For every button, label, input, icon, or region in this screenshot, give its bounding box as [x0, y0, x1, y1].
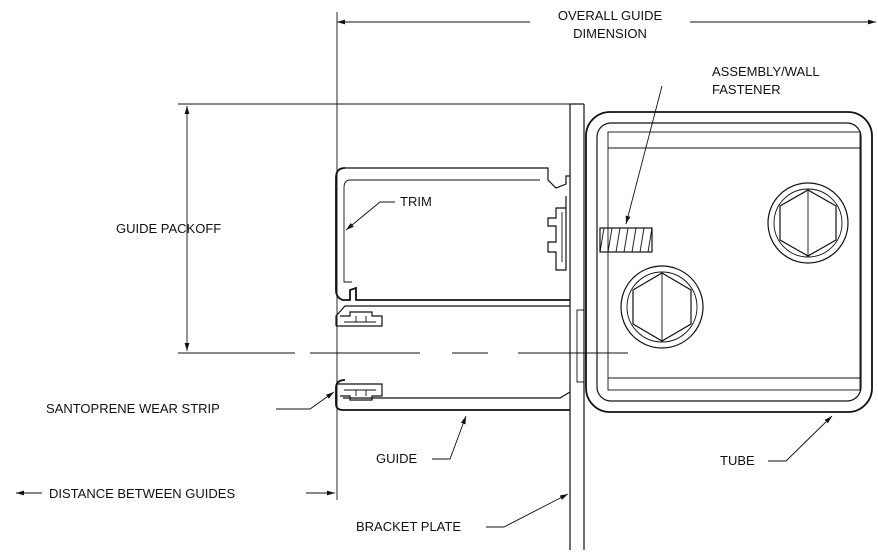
- tube-outer: [585, 111, 873, 413]
- fastener-label-line2: FASTENER: [712, 82, 781, 97]
- tube-label: TUBE: [720, 453, 755, 468]
- trim-leader: [345, 201, 395, 231]
- tube-bolt-lower: [620, 265, 704, 349]
- guide-packoff-dimension: GUIDE PACKOFF: [116, 103, 628, 354]
- fastener-leader: [625, 85, 663, 225]
- tube-callout: TUBE: [720, 415, 833, 468]
- bracket-plate-callout: BRACKET PLATE: [356, 493, 569, 534]
- tube-leader: [768, 415, 833, 462]
- overall-guide-label-line2: DIMENSION: [573, 26, 647, 41]
- tube-inner: [596, 122, 862, 402]
- distance-between-guides-dimension: DISTANCE BETWEEN GUIDES: [16, 486, 335, 501]
- guide-bottom-wall: [335, 305, 570, 326]
- overall-guide-label-line1: OVERALL GUIDE: [558, 8, 663, 23]
- trim-label: TRIM: [400, 194, 432, 209]
- fastener-body: [599, 227, 653, 253]
- lower-wear-strip-detail: [344, 389, 376, 396]
- bolt-lower-ring: [626, 271, 698, 343]
- fastener-label-line1: ASSEMBLY/WALL: [712, 64, 820, 79]
- lower-guide-profile: [335, 379, 570, 411]
- wear-strip-label: SANTOPRENE WEAR STRIP: [46, 401, 220, 416]
- bracket-plate: [569, 103, 585, 550]
- upper-wear-strip: [336, 311, 383, 327]
- tube-bolt-upper: [767, 182, 849, 264]
- fastener-threads: [599, 227, 653, 253]
- lower-guide-inner-wall: [343, 391, 571, 399]
- guide-label: GUIDE: [376, 451, 418, 466]
- upper-guide: [335, 167, 570, 327]
- distance-between-guides-label: DISTANCE BETWEEN GUIDES: [49, 486, 235, 501]
- overall-guide-dimension: OVERALL GUIDE DIMENSION: [336, 8, 876, 500]
- assembly-wall-fastener: ASSEMBLY/WALL FASTENER: [599, 64, 820, 253]
- plate-spacer: [576, 309, 585, 383]
- trim-outer-profile: [335, 167, 570, 301]
- trim-clip: [547, 196, 567, 271]
- bracket-plate-label: BRACKET PLATE: [356, 519, 461, 534]
- tube-weld-band: [607, 131, 861, 391]
- guide-callout: GUIDE: [376, 415, 467, 466]
- bolt-upper-ring: [773, 188, 843, 258]
- bracket-plate-leader: [486, 493, 569, 528]
- wear-strip-callout: SANTOPRENE WEAR STRIP: [46, 391, 335, 416]
- upper-wear-strip-detail: [344, 316, 376, 323]
- bolt-upper-washer: [767, 182, 849, 264]
- trim-top-lip: [345, 167, 570, 189]
- trim-inner-wall: [343, 179, 352, 283]
- wear-strip-leader: [276, 391, 335, 410]
- guide-leader: [432, 415, 467, 460]
- trim-callout: TRIM: [345, 194, 432, 231]
- guide-packoff-label: GUIDE PACKOFF: [116, 221, 221, 236]
- lower-wear-strip: [336, 383, 383, 401]
- bolt-lower-washer: [620, 265, 704, 349]
- lower-guide: [335, 379, 571, 411]
- tube: [585, 111, 873, 413]
